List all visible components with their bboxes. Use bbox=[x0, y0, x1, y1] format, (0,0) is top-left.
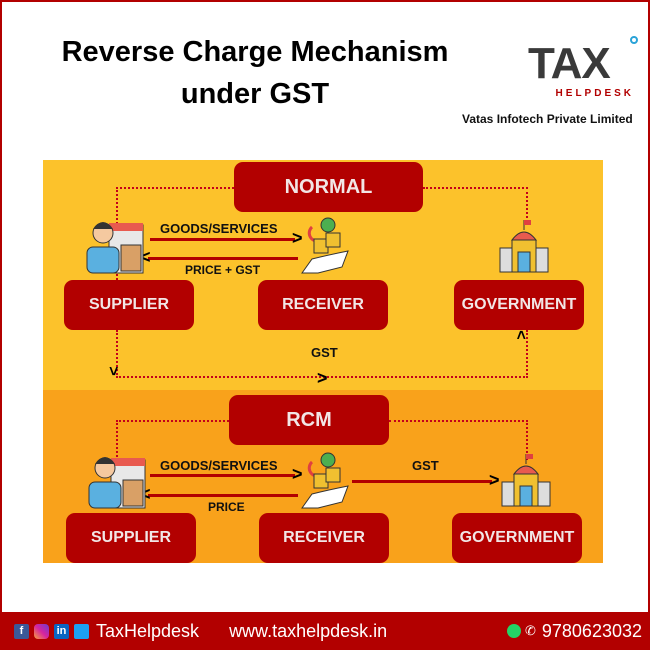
rcm-supplier-box: SUPPLIER bbox=[66, 513, 196, 563]
footer-brand: TaxHelpdesk bbox=[96, 620, 200, 641]
twitter-icon[interactable] bbox=[74, 623, 89, 639]
supplier-icon bbox=[86, 222, 144, 274]
normal-goods-label: GOODS/SERVICES bbox=[160, 221, 278, 236]
government-icon bbox=[499, 220, 549, 273]
normal-gst-label: GST bbox=[311, 345, 338, 360]
arrow-right-icon: > bbox=[292, 228, 303, 248]
supplier-icon bbox=[88, 457, 146, 509]
rcm-price-label: PRICE bbox=[208, 500, 245, 514]
normal-government-box: GOVERNMENT bbox=[454, 280, 584, 330]
facebook-icon[interactable]: f bbox=[14, 623, 29, 639]
instagram-icon[interactable] bbox=[34, 623, 49, 639]
logo-brand: TAX bbox=[528, 39, 611, 88]
logo: TAX HELPDESK bbox=[528, 36, 638, 99]
arrow-right-icon: > bbox=[489, 470, 500, 490]
company-name: Vatas Infotech Private Limited bbox=[462, 112, 633, 126]
page-title-line1: Reverse Charge Mechanism bbox=[61, 36, 449, 68]
normal-price-label: PRICE + GST bbox=[185, 263, 261, 277]
normal-title-box: NORMAL bbox=[234, 162, 423, 212]
footer-phone: 9780623032 bbox=[541, 620, 642, 641]
government-icon bbox=[501, 454, 551, 507]
logo-dot-icon bbox=[630, 36, 638, 44]
arrow-left-icon: < bbox=[140, 247, 151, 267]
receiver-icon bbox=[301, 452, 349, 509]
rcm-goods-label: GOODS/SERVICES bbox=[160, 458, 278, 473]
rcm-government-box: GOVERNMENT bbox=[452, 513, 582, 563]
logo-sub: HELPDESK bbox=[555, 88, 634, 99]
arrow-right-icon: > bbox=[292, 464, 303, 484]
phone-icon: ✆ bbox=[524, 623, 536, 638]
receiver-icon bbox=[301, 217, 349, 274]
arrow-right-icon: > bbox=[317, 368, 328, 388]
page-title-line2: under GST bbox=[180, 78, 330, 110]
footer: f in TaxHelpdesk www.taxhelpdesk.in ✆ 97… bbox=[0, 612, 650, 650]
rcm-gst-label: GST bbox=[412, 458, 439, 473]
footer-website[interactable]: www.taxhelpdesk.in bbox=[229, 620, 388, 641]
arrow-up-icon: > bbox=[513, 330, 531, 340]
arrow-down-icon: > bbox=[104, 366, 122, 376]
rcm-title-box: RCM bbox=[229, 395, 389, 445]
linkedin-icon[interactable]: in bbox=[54, 623, 69, 639]
normal-receiver-box: RECEIVER bbox=[258, 280, 388, 330]
whatsapp-icon bbox=[506, 624, 521, 638]
rcm-receiver-box: RECEIVER bbox=[259, 513, 389, 563]
normal-supplier-box: SUPPLIER bbox=[64, 280, 194, 330]
